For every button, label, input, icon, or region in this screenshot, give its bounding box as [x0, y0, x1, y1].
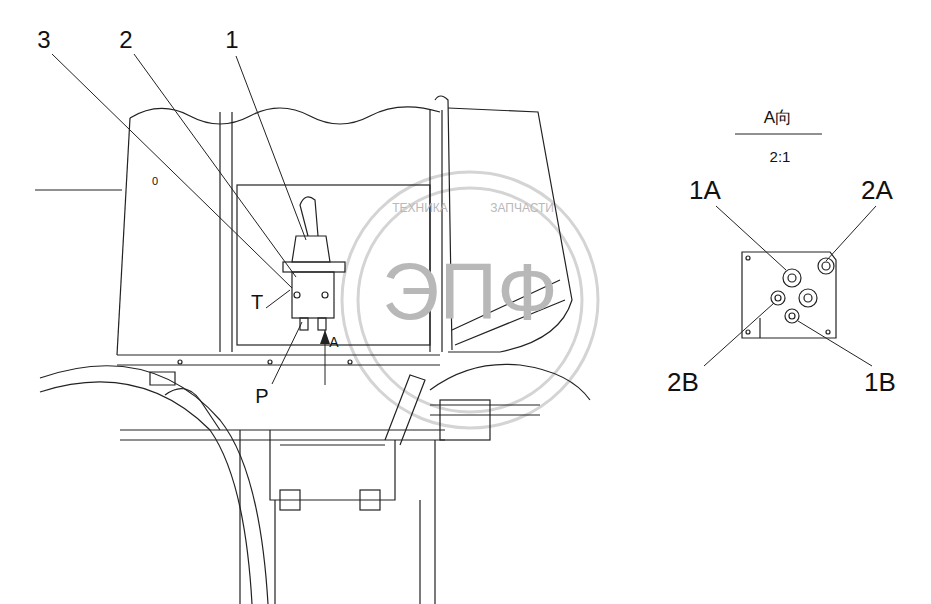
- watermark: ТЕХНИКА: [392, 202, 448, 214]
- callout-label: 2:1: [770, 149, 791, 164]
- callout-label: 1B: [864, 369, 896, 395]
- callout-label: 3: [37, 28, 50, 52]
- callout-label: A向: [764, 109, 792, 126]
- callout-label: 0: [152, 176, 158, 187]
- watermark: ЗАПЧАСТИ: [490, 202, 554, 214]
- watermark-emblem: [342, 172, 598, 428]
- port-plate: [742, 252, 836, 338]
- watermark: ЭПФ: [382, 252, 558, 332]
- callout-label: T: [251, 292, 263, 312]
- callout-label: 2: [119, 28, 132, 52]
- callout-label: 1: [225, 28, 238, 52]
- callout-label: 2B: [667, 369, 699, 395]
- callout-label: A: [329, 335, 338, 349]
- callout-label: P: [255, 386, 268, 406]
- callout-label: 2A: [861, 177, 893, 203]
- callout-label: 1A: [689, 177, 721, 203]
